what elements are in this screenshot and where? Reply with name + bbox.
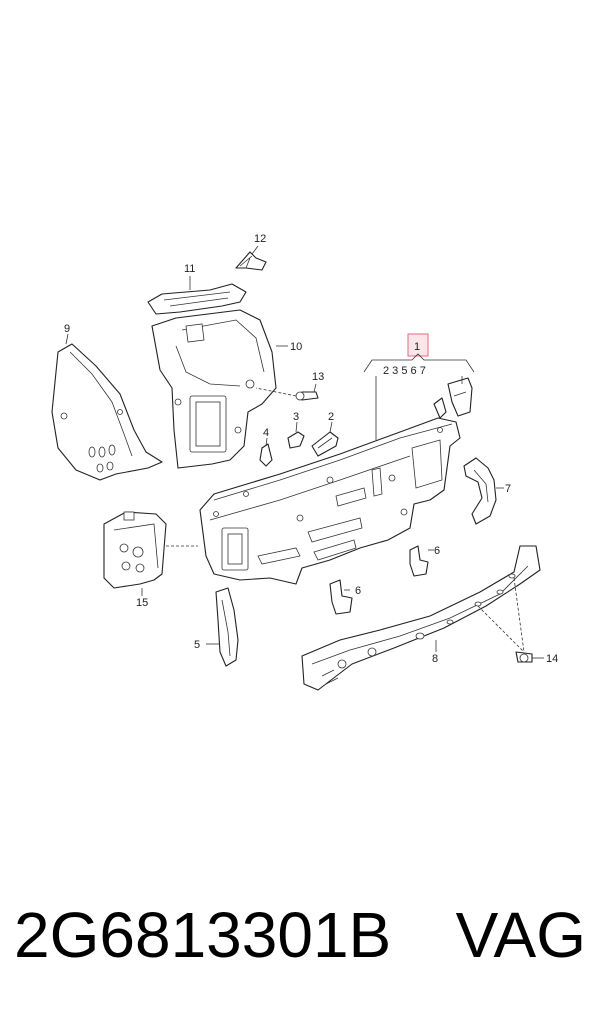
callout-7: 7 [505,483,511,495]
callout-1: 1 [414,341,420,353]
part-5-vertical-bracket [206,587,239,667]
part-1-corner-bracket [433,377,473,419]
part-3-bracket [287,421,305,449]
callout-4: 4 [263,427,269,439]
callout-13: 13 [312,371,324,383]
part-1-rear-panel [199,417,461,585]
part-12-bracket [235,245,267,271]
footer: 2G6813301B VAG [0,895,600,975]
callout-5: 5 [194,639,200,651]
part-8-bumper-carrier [301,545,541,691]
brand-label: VAG [455,899,586,971]
callout-14: 14 [546,653,558,665]
part-6-bracket-lower [329,579,353,615]
part-11-cap [147,276,247,315]
callout-8: 8 [432,653,438,665]
callout-group-list: 2 3 5 6 7 [383,365,426,377]
callout-2: 2 [328,411,334,423]
callout-6-lower: 6 [355,585,361,597]
part-6-bracket-upper [409,545,434,577]
callout-9: 9 [64,323,70,335]
part-2-bracket [311,421,339,457]
part-number: 2G6813301B [14,899,392,971]
callout-15: 15 [136,597,148,609]
part-14-bolt [477,577,544,663]
callout-3: 3 [293,411,299,423]
part-10-inner-panel [151,309,288,469]
part-9-side-panel [51,333,163,481]
part-13-bolt [255,383,319,401]
callout-10: 10 [290,341,302,353]
part-4-clip [259,437,273,467]
part-15-left-bracket [103,511,198,596]
callout-12: 12 [254,233,266,245]
parts-diagram: 12 11 9 10 13 1 2 3 5 6 7 3 2 4 7 6 6 15… [51,233,558,691]
highlighted-callout-box [407,333,429,357]
part-7-side-bracket [463,457,504,525]
callout-11: 11 [184,263,195,275]
group-bracket [363,333,475,440]
callout-6-upper: 6 [434,545,440,557]
